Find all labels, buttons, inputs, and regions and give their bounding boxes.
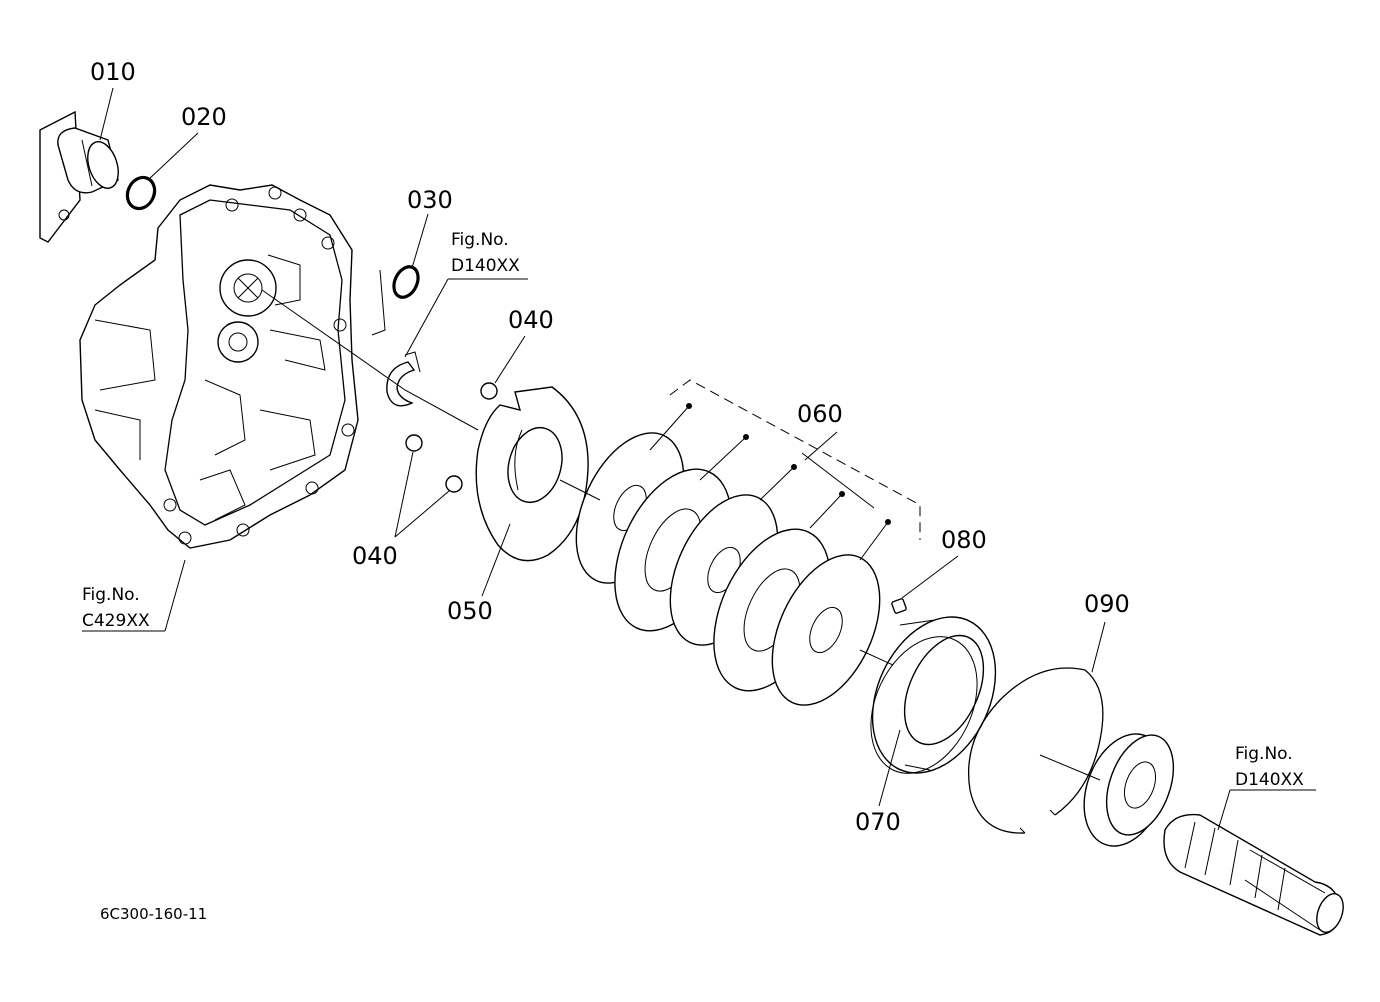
figure-ref-code: D140XX [1235, 770, 1304, 790]
snap-ring-drawing [386, 351, 421, 407]
part-label-050[interactable]: 050 [447, 597, 493, 625]
center-lines [261, 269, 1101, 781]
splined-shaft-drawing [1163, 813, 1344, 936]
part-label-080[interactable]: 080 [941, 526, 987, 554]
part-010-drawing [39, 110, 119, 243]
figure-ref-code: D140XX [451, 256, 520, 276]
leader-lines [82, 87, 1316, 831]
part-label-070[interactable]: 070 [855, 808, 901, 836]
part-020-drawing [125, 175, 157, 211]
figure-ref-code: C429XX [82, 611, 150, 631]
part-labels: 010 020 030 040 040 050 060 070 080 090 [90, 58, 1130, 836]
figure-ref-d140xx-lower[interactable]: Fig.No. D140XX [1235, 744, 1304, 790]
transmission-case-drawing [79, 184, 359, 549]
part-030-drawing [392, 265, 420, 299]
part-060-disc-pack-drawing [575, 379, 921, 706]
part-label-010[interactable]: 010 [90, 58, 136, 86]
part-090-drawing [967, 667, 1104, 834]
part-label-040-upper[interactable]: 040 [508, 306, 554, 334]
figure-ref-title: Fig.No. [82, 585, 140, 605]
part-label-060[interactable]: 060 [797, 400, 843, 428]
figure-references: Fig.No. D140XX Fig.No. C429XX Fig.No. D1… [82, 230, 1304, 790]
part-label-040-lower[interactable]: 040 [352, 542, 398, 570]
part-070-drawing [870, 616, 997, 774]
part-080-drawing [891, 598, 907, 614]
part-040-balls-drawing [405, 382, 498, 493]
part-label-020[interactable]: 020 [181, 103, 227, 131]
figure-ref-d140xx-upper[interactable]: Fig.No. D140XX [451, 230, 520, 276]
drawing-code: 6C300-160-11 [100, 905, 207, 923]
part-label-030[interactable]: 030 [407, 186, 453, 214]
figure-ref-title: Fig.No. [1235, 744, 1293, 764]
figure-ref-c429xx[interactable]: Fig.No. C429XX [82, 585, 150, 631]
part-050-drawing [475, 386, 589, 562]
bearing-drawing [1083, 733, 1175, 847]
figure-ref-title: Fig.No. [451, 230, 509, 250]
part-label-090[interactable]: 090 [1084, 590, 1130, 618]
